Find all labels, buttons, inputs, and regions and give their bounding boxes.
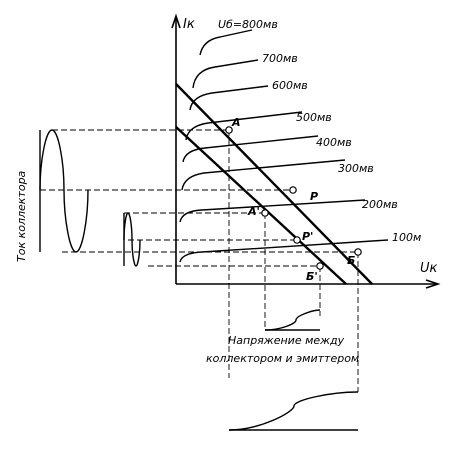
curve-300 xyxy=(181,159,346,191)
point-label-B-prime: Б' xyxy=(306,270,318,283)
collector-current-waves xyxy=(39,129,141,267)
load-line-secondary xyxy=(175,126,347,285)
load-line-main xyxy=(175,83,373,285)
x-axis-label: Uк xyxy=(420,261,438,276)
curve-label-500: 500мв xyxy=(296,111,332,124)
curve-700 xyxy=(192,59,259,89)
operating-points xyxy=(225,126,362,270)
y-axis-arrow xyxy=(171,13,181,29)
y-axis-label: Iк xyxy=(183,17,195,32)
point-B-prime xyxy=(316,262,324,270)
point-P xyxy=(289,186,297,194)
curve-label-800: Uб=800мв xyxy=(218,18,278,31)
curve-label-600: 600мв xyxy=(272,79,308,92)
point-label-B: Б xyxy=(347,254,355,267)
point-B xyxy=(354,248,362,256)
curve-600 xyxy=(189,85,269,111)
point-label-A: A xyxy=(231,116,241,129)
large-voltage-wave xyxy=(228,391,359,431)
point-label-A-prime: A' xyxy=(247,205,260,218)
curve-label-400: 400мв xyxy=(316,136,352,149)
small-current-wave xyxy=(123,212,141,267)
curve-label-700: 700мв xyxy=(262,52,298,65)
point-label-P-prime: P' xyxy=(302,230,313,243)
x-axis-arrow xyxy=(425,279,441,289)
collector-current-caption: Ток коллектора xyxy=(15,170,28,262)
projection-lines xyxy=(40,129,359,392)
voltage-caption-line1: Напряжение между xyxy=(228,334,345,347)
point-A-prime xyxy=(261,209,269,217)
large-current-wave xyxy=(39,129,89,253)
voltage-waves xyxy=(228,309,359,431)
curve-500 xyxy=(185,111,303,141)
load-lines xyxy=(175,83,373,285)
point-A xyxy=(225,126,233,134)
small-voltage-wave xyxy=(264,309,321,331)
curve-label-300: 300мв xyxy=(338,162,374,175)
curve-200 xyxy=(179,199,366,223)
point-P-prime xyxy=(293,236,301,244)
voltage-caption-line2: коллектором и эмиттером xyxy=(206,352,359,365)
curve-label-200: 200мв xyxy=(362,198,398,211)
curve-400 xyxy=(182,135,319,163)
point-label-P: P xyxy=(310,190,318,203)
curve-label-100: 100м xyxy=(392,231,421,244)
curve-800 xyxy=(199,29,253,56)
